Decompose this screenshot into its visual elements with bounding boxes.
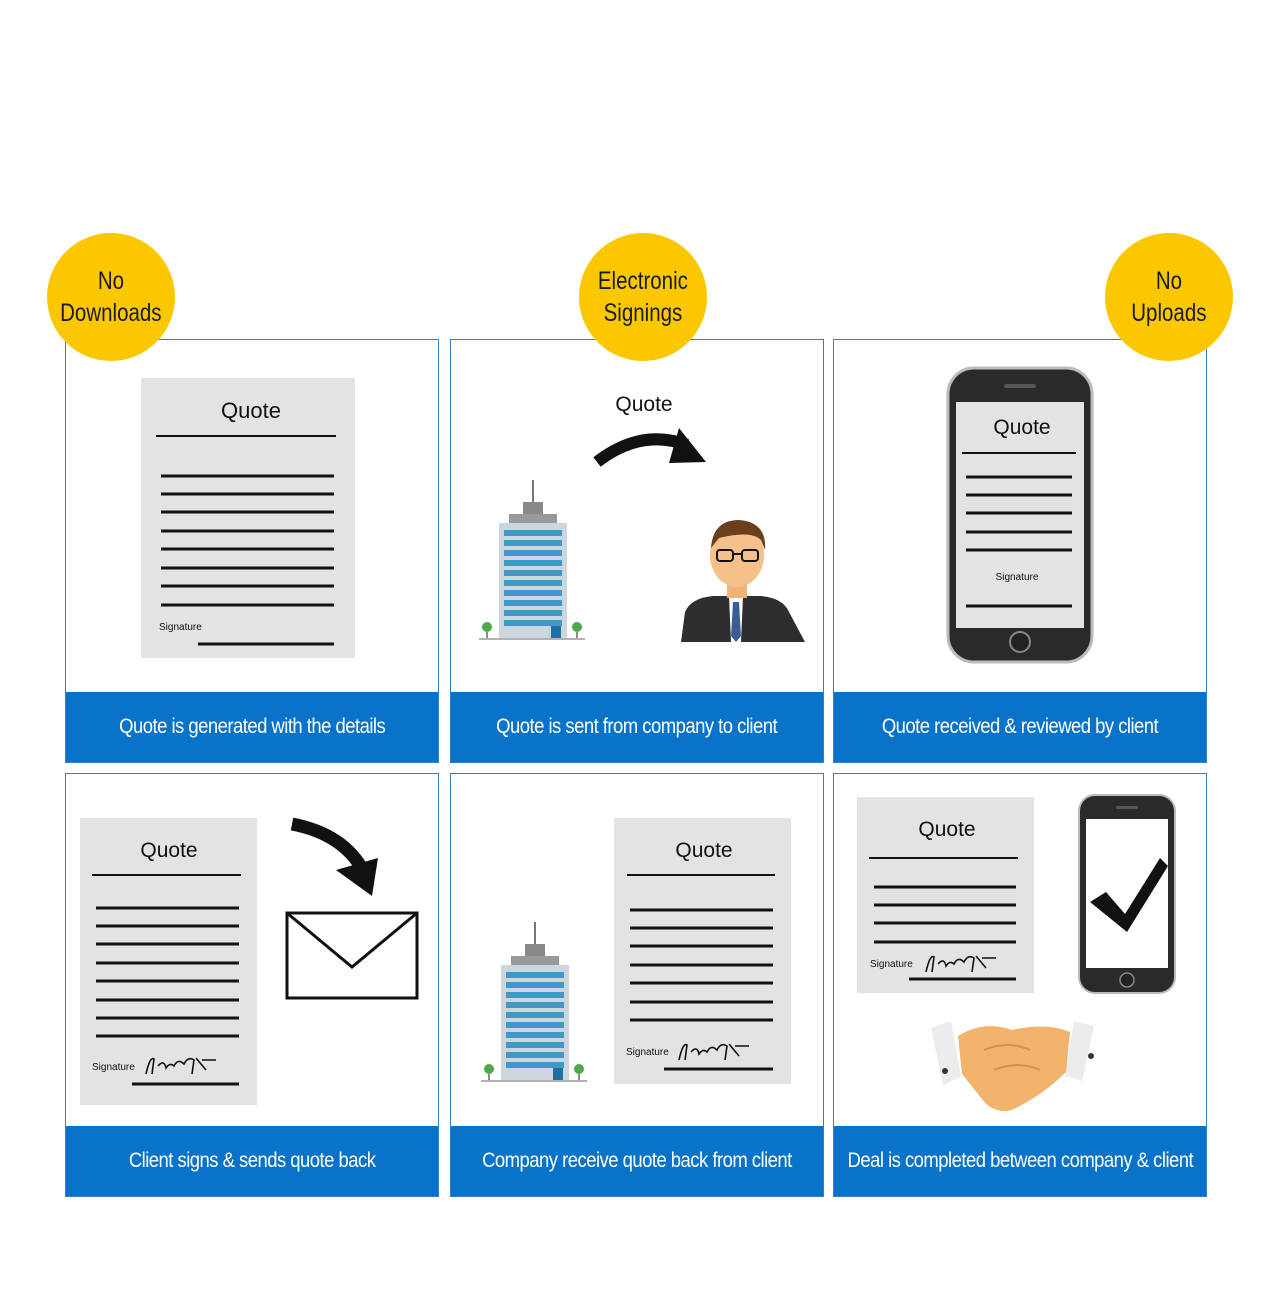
client-person-icon <box>681 520 805 642</box>
badge-line: No <box>97 267 125 295</box>
signature-label: Signature <box>870 959 913 970</box>
step-caption: Client signs & sends quote back <box>66 1126 438 1196</box>
doc-title: Quote <box>993 416 1050 439</box>
curved-down-arrow-icon <box>290 817 378 896</box>
badge-no-uploads: No Uploads <box>1105 233 1233 361</box>
badge-no-downloads: No Downloads <box>47 233 175 361</box>
arrow-label: Quote <box>615 393 672 416</box>
step-panel-generate: Quote Signature Quote is generated with … <box>65 339 439 763</box>
office-building-icon <box>481 922 587 1082</box>
signed-quote-document-icon: Quote Signature <box>614 818 791 1084</box>
step-panel-receive: Quote Signature Quote received & reviewe… <box>833 339 1207 763</box>
signature-label: Signature <box>92 1062 135 1073</box>
curved-arrow-icon <box>593 428 706 467</box>
badge-electronic-signings: Electronic Signings <box>579 233 707 361</box>
step-caption: Quote is generated with the details <box>66 692 438 762</box>
handwritten-signature-icon <box>678 1043 749 1061</box>
handwritten-signature-icon <box>145 1057 216 1075</box>
badge-line: No <box>1155 267 1183 295</box>
handshake-icon <box>931 1021 1094 1112</box>
badge-line: Downloads <box>60 299 162 327</box>
step-caption: Deal is completed between company & clie… <box>834 1126 1206 1196</box>
doc-title: Quote <box>221 398 281 423</box>
signed-quote-document-icon: Quote Signature <box>857 797 1034 993</box>
handwritten-signature-icon <box>925 955 996 973</box>
step-panel-send: Quote <box>450 339 824 763</box>
smartphone-checkmark-icon <box>1078 794 1176 994</box>
signature-label: Signature <box>626 1047 669 1058</box>
signed-quote-document-icon: Quote Signature <box>80 818 257 1105</box>
signature-label: Signature <box>996 572 1039 583</box>
step-panel-sign: Quote Signature Client signs & sends quo… <box>65 773 439 1197</box>
badge-line: Uploads <box>1131 299 1207 327</box>
step-panel-deal: Quote Signature Deal is completed betwe <box>833 773 1207 1197</box>
doc-title: Quote <box>918 818 975 841</box>
doc-title: Quote <box>675 839 732 862</box>
office-building-icon <box>479 480 585 640</box>
badge-line: Electronic <box>597 267 688 295</box>
step-panel-company-receive: Quote Signature Company receive quote ba… <box>450 773 824 1197</box>
step-caption: Quote received & reviewed by client <box>834 692 1206 762</box>
step-caption: Quote is sent from company to client <box>451 692 823 762</box>
envelope-icon <box>285 911 419 1000</box>
doc-title: Quote <box>140 839 197 862</box>
quote-document-icon: Quote Signature <box>141 378 355 658</box>
smartphone-icon: Quote Signature <box>946 366 1094 664</box>
badge-line: Signings <box>603 299 683 327</box>
signature-label: Signature <box>159 622 202 633</box>
step-caption: Company receive quote back from client <box>451 1126 823 1196</box>
